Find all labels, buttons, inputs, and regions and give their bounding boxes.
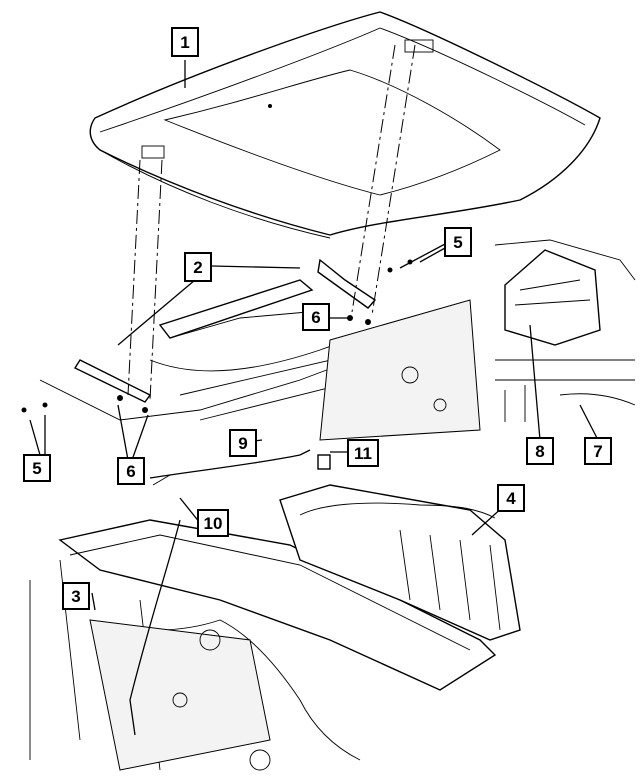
callout-5-left: 5 (23, 454, 51, 482)
svg-text:11: 11 (354, 444, 372, 463)
callout-4: 4 (497, 484, 525, 512)
svg-text:6: 6 (311, 308, 320, 327)
callout-8: 8 (526, 437, 554, 465)
front-end-structure (29, 484, 521, 771)
svg-text:1: 1 (180, 33, 189, 52)
svg-text:5: 5 (32, 459, 41, 478)
svg-text:8: 8 (535, 442, 544, 461)
callout-10: 10 (197, 509, 229, 537)
hood-panel (89, 11, 601, 239)
cowl-and-hinges (21, 258, 481, 441)
callout-9: 9 (229, 429, 257, 457)
callout-6-left: 6 (117, 457, 145, 485)
svg-text:10: 10 (204, 514, 223, 533)
callout-2: 2 (184, 252, 212, 282)
svg-text:7: 7 (593, 442, 602, 461)
svg-text:2: 2 (193, 258, 202, 277)
svg-text:5: 5 (453, 233, 462, 252)
alignment-lines (127, 44, 416, 401)
callout-5-right: 5 (444, 227, 472, 257)
callout-3: 3 (62, 582, 90, 610)
callout-7: 7 (584, 437, 612, 465)
leader-lines (29, 60, 599, 611)
svg-text:4: 4 (506, 489, 516, 508)
svg-text:3: 3 (71, 587, 80, 606)
callout-6-right: 6 (302, 303, 330, 331)
hood-insulator-inset (494, 232, 636, 422)
svg-text:9: 9 (238, 434, 247, 453)
callout-11: 11 (347, 439, 379, 467)
svg-text:6: 6 (126, 462, 135, 481)
release-cable (149, 449, 331, 486)
callout-1: 1 (171, 27, 199, 57)
